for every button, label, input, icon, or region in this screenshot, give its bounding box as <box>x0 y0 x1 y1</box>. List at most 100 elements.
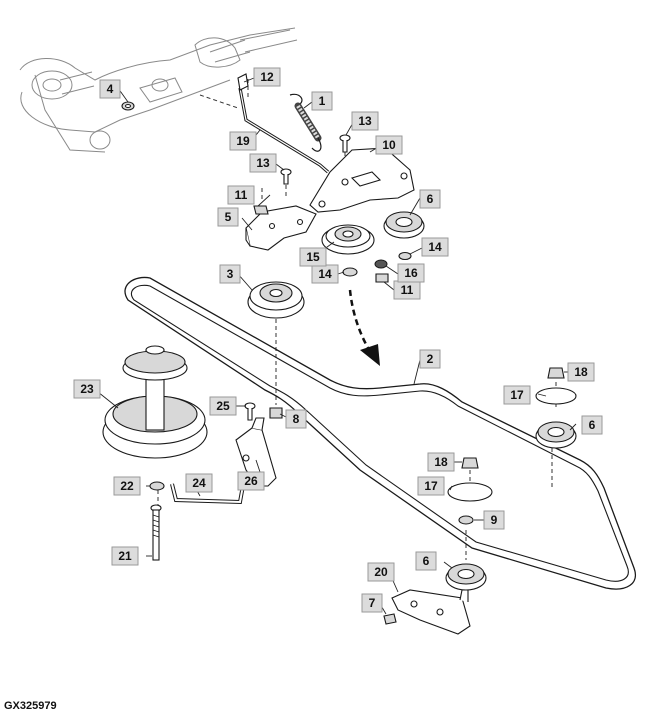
callout-label: 21 <box>118 549 132 563</box>
callout-c18b: 18 <box>427 452 455 472</box>
callout-label: 20 <box>374 565 388 579</box>
clip-part <box>237 73 249 91</box>
nut-part-11a <box>253 205 269 215</box>
callout-c13b: 13 <box>249 153 277 173</box>
linkage-rod <box>238 87 330 174</box>
washer-17a <box>535 387 577 405</box>
callout-label: 14 <box>318 267 332 281</box>
bracket-part-5 <box>245 205 317 251</box>
nut-part-11b <box>375 273 389 283</box>
nut-part-18a <box>547 367 565 379</box>
callout-c9: 9 <box>483 510 505 530</box>
callout-c6b: 6 <box>581 415 603 435</box>
callout-label: 5 <box>225 210 232 224</box>
callout-label: 8 <box>293 412 300 426</box>
nut-part-8 <box>269 407 283 419</box>
callout-c16: 16 <box>397 263 425 283</box>
callout-c17b: 17 <box>417 476 445 496</box>
flat-idler-6-top <box>383 211 425 239</box>
washer-9 <box>458 515 474 525</box>
washer-14b <box>398 251 412 261</box>
drive-pulley-23 <box>102 345 208 459</box>
callout-label: 13 <box>256 156 270 170</box>
callout-c6a: 6 <box>419 189 441 209</box>
callout-c26: 26 <box>237 471 265 491</box>
callout-c10: 10 <box>375 135 403 155</box>
pulley-part-3 <box>247 281 305 319</box>
callout-c13a: 13 <box>351 111 379 131</box>
callout-c25: 25 <box>209 396 237 416</box>
callout-label: 17 <box>510 388 524 402</box>
callout-label: 6 <box>423 554 430 568</box>
callout-c20: 20 <box>367 562 395 582</box>
bolt-part-7 <box>383 613 397 625</box>
bracket-part-26 <box>235 417 277 487</box>
callout-label: 13 <box>358 114 372 128</box>
callout-label: 18 <box>434 455 448 469</box>
idler-pulley-15 <box>321 224 375 255</box>
callout-label: 6 <box>589 418 596 432</box>
callout-c3: 3 <box>219 264 241 284</box>
bracket-part-20 <box>391 589 471 635</box>
callout-c2: 2 <box>419 349 441 369</box>
callout-c21: 21 <box>111 546 139 566</box>
washer-17b <box>447 482 493 502</box>
rod-part-24 <box>170 479 246 505</box>
callout-c12: 12 <box>253 67 281 87</box>
callout-c23: 23 <box>73 379 101 399</box>
mower-frame-ghost <box>19 27 298 153</box>
callout-c8: 8 <box>285 409 307 429</box>
callout-label: 18 <box>574 365 588 379</box>
callout-label: 17 <box>424 479 438 493</box>
callout-label: 6 <box>427 192 434 206</box>
callout-label: 3 <box>227 267 234 281</box>
callout-label: 15 <box>306 250 320 264</box>
nut-part-18b <box>461 457 479 469</box>
callout-c18a: 18 <box>567 362 595 382</box>
callout-label: 10 <box>382 138 396 152</box>
callout-label: 24 <box>192 476 206 490</box>
bolt-part-21 <box>150 504 162 561</box>
callout-c22: 22 <box>113 476 141 496</box>
callout-c7: 7 <box>361 593 383 613</box>
callout-c5: 5 <box>217 207 239 227</box>
nut-part-4 <box>121 101 135 111</box>
callout-label: 11 <box>401 283 414 297</box>
drive-belt <box>124 276 636 590</box>
bolt-part-13b <box>280 168 292 185</box>
washer-14a <box>342 267 358 277</box>
callout-label: 1 <box>319 94 326 108</box>
callout-c19: 19 <box>229 131 257 151</box>
flat-idler-6-right <box>535 421 577 449</box>
callout-c14b: 14 <box>311 264 339 284</box>
flat-idler-6-bottom <box>445 563 487 591</box>
bolt-part-13a <box>339 134 351 153</box>
callout-label: 11 <box>235 188 248 202</box>
callout-label: 9 <box>491 513 498 527</box>
callout-label: 16 <box>404 266 418 280</box>
leader-lines <box>97 77 577 615</box>
callout-label: 23 <box>80 382 94 396</box>
callout-c6c: 6 <box>415 551 437 571</box>
callout-label: 19 <box>236 134 250 148</box>
callout-c4: 4 <box>99 79 121 99</box>
callout-c1: 1 <box>311 91 333 111</box>
callout-label: 12 <box>260 70 274 84</box>
callout-c24: 24 <box>185 473 213 493</box>
callout-c15: 15 <box>299 247 327 267</box>
callout-c17a: 17 <box>503 385 531 405</box>
callout-label: 14 <box>428 240 442 254</box>
idler-bracket <box>309 147 415 213</box>
callout-c11a: 11 <box>227 185 255 205</box>
bolt-part-25 <box>244 402 256 421</box>
callout-c11b: 11 <box>393 280 421 300</box>
direction-arrow <box>348 289 380 366</box>
callout-c14a: 14 <box>421 237 449 257</box>
spacer-16 <box>374 259 388 269</box>
spring-part <box>289 93 322 152</box>
callout-label: 7 <box>369 596 376 610</box>
figure-code: GX325979 <box>4 700 57 712</box>
callout-label: 4 <box>107 82 114 96</box>
callout-label: 2 <box>427 352 434 366</box>
